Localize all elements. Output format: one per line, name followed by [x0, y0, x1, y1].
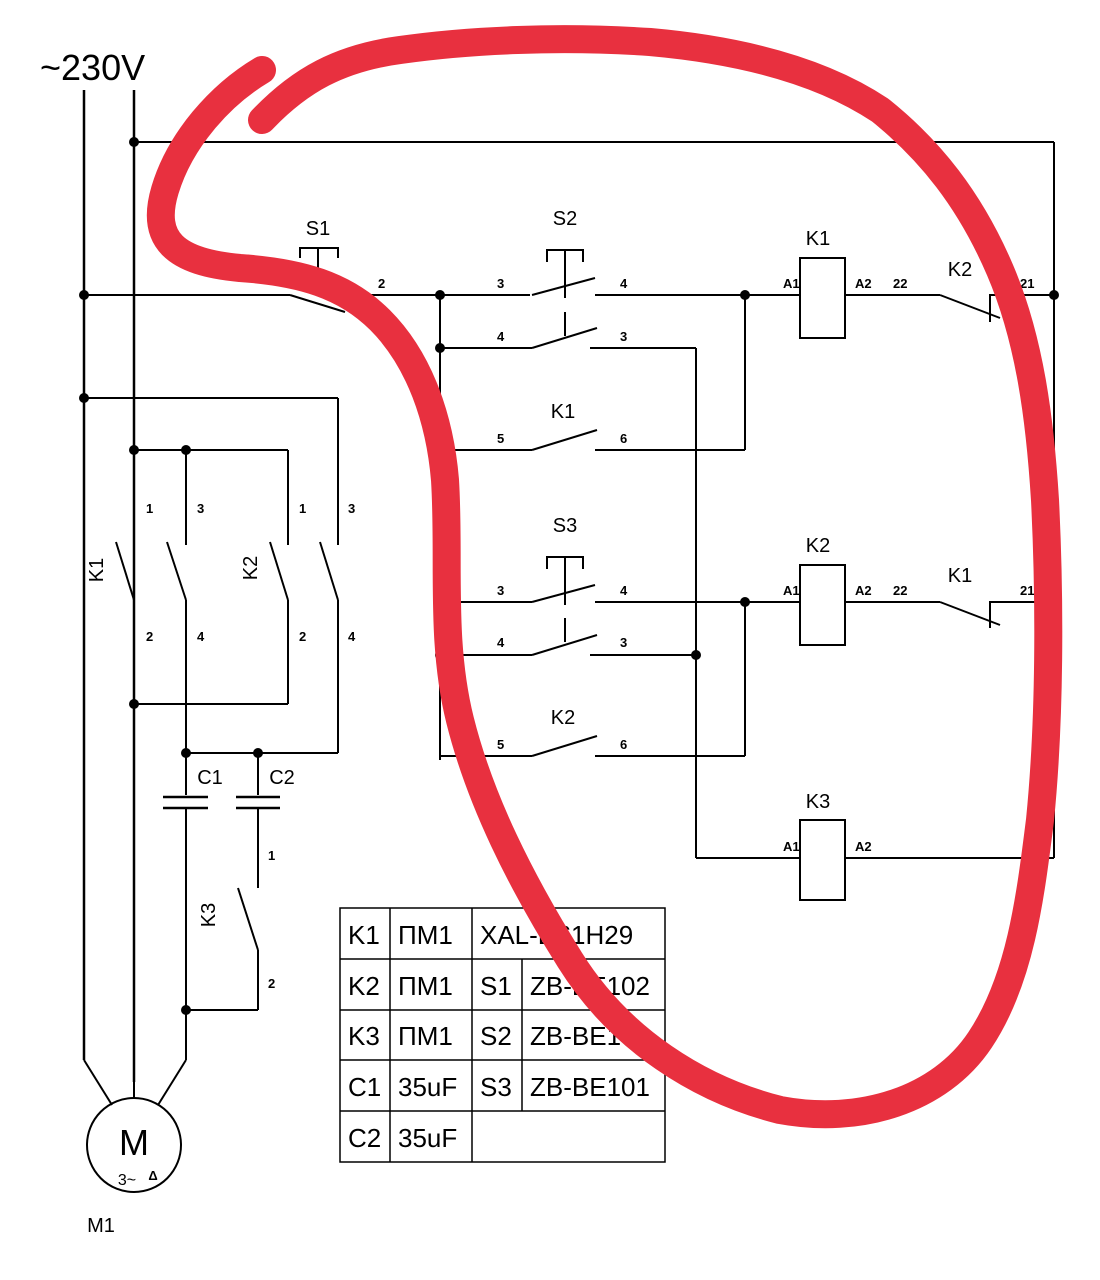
- control-row-k1: [79, 247, 1059, 858]
- pin-label: 6: [620, 737, 627, 752]
- pin-label: A1: [783, 276, 800, 291]
- pin-label: 3: [620, 635, 627, 650]
- pin-label: 5: [497, 737, 504, 752]
- table-cell: S2: [480, 1021, 512, 1051]
- table-cell: K3: [348, 1021, 380, 1051]
- red-annotation-loop: [146, 25, 1063, 1129]
- label-k2-nc: K2: [948, 259, 972, 281]
- table-cell: C2: [348, 1123, 381, 1153]
- label-k2-hold: K2: [551, 707, 575, 729]
- pin-label: 4: [497, 635, 505, 650]
- pin-label: 22: [893, 276, 907, 291]
- pin-label: 21: [1020, 276, 1034, 291]
- pin-label: A2: [855, 583, 872, 598]
- table-cell: K2: [348, 971, 380, 1001]
- motor-m1: M 3~ Δ: [83, 1059, 187, 1193]
- table-cell: ПМ1: [398, 1021, 453, 1051]
- pin-label: 2: [299, 629, 306, 644]
- label-k3-coil: K3: [806, 791, 830, 813]
- table-cell: K1: [348, 920, 380, 950]
- label-k2-coil: K2: [806, 535, 830, 557]
- pin-label: 22: [893, 583, 907, 598]
- pin-label: 2: [268, 976, 275, 991]
- table-cell: ZB-BE101: [530, 1072, 650, 1102]
- table-cell: S1: [480, 971, 512, 1001]
- table-cell: C1: [348, 1072, 381, 1102]
- control-row-k3: [696, 819, 1054, 901]
- label-k1-coil: K1: [806, 228, 830, 250]
- capacitors: [163, 753, 280, 1060]
- pin-label: 2: [146, 629, 153, 644]
- pin-labels: 2 3 4 4 3 5 6 3 4 4 3 5 6 A1 A2 22 21 A1…: [146, 276, 1034, 991]
- pin-label: 4: [348, 629, 356, 644]
- table-cell: S3: [480, 1072, 512, 1102]
- pin-label: 1: [299, 501, 306, 516]
- pin-label: 2: [378, 276, 385, 291]
- label-c1: C1: [197, 767, 223, 789]
- label-k3-contact: K3: [198, 903, 220, 927]
- pin-label: A1: [783, 839, 800, 854]
- pin-label: 3: [348, 501, 355, 516]
- power-contacts: [79, 393, 339, 758]
- supply-voltage-label: ~230V: [40, 47, 145, 88]
- pin-label: 3: [197, 501, 204, 516]
- motor-connection: Δ: [148, 1168, 157, 1183]
- table-cell: ПМ1: [398, 920, 453, 950]
- pin-label: 3: [620, 329, 627, 344]
- pin-label: A2: [855, 839, 872, 854]
- motor-type: 3~: [118, 1172, 136, 1189]
- table-cell: ПМ1: [398, 971, 453, 1001]
- label-k1-hold: K1: [551, 401, 575, 423]
- table-cell: 35uF: [398, 1123, 457, 1153]
- label-k1-power: K1: [86, 558, 108, 582]
- pin-label: 6: [620, 431, 627, 446]
- pin-label: A1: [783, 583, 800, 598]
- supply-rails: [82, 90, 1055, 1082]
- label-m1: M1: [87, 1215, 115, 1237]
- pin-label: 4: [197, 629, 205, 644]
- table-cell: 35uF: [398, 1072, 457, 1102]
- label-s3: S3: [553, 515, 577, 537]
- label-c2: C2: [269, 767, 295, 789]
- pin-label: 4: [497, 329, 505, 344]
- label-k2-power: K2: [240, 556, 262, 580]
- pin-label: 5: [497, 431, 504, 446]
- pin-label: 3: [497, 276, 504, 291]
- pin-label: 4: [620, 276, 628, 291]
- pin-label: 4: [620, 583, 628, 598]
- parts-table: K1 ПМ1 XAL-D61H29 K2 ПМ1 S1 ZB-BE102 K3 …: [339, 907, 666, 1163]
- label-k1-nc: K1: [948, 565, 972, 587]
- pin-label: 1: [268, 848, 275, 863]
- pin-label: 21: [1020, 583, 1034, 598]
- label-s1: S1: [306, 218, 330, 240]
- label-s2: S2: [553, 208, 577, 230]
- motor-symbol: M: [119, 1122, 149, 1163]
- pin-label: 3: [497, 583, 504, 598]
- pin-label: 1: [146, 501, 153, 516]
- pin-label: A2: [855, 276, 872, 291]
